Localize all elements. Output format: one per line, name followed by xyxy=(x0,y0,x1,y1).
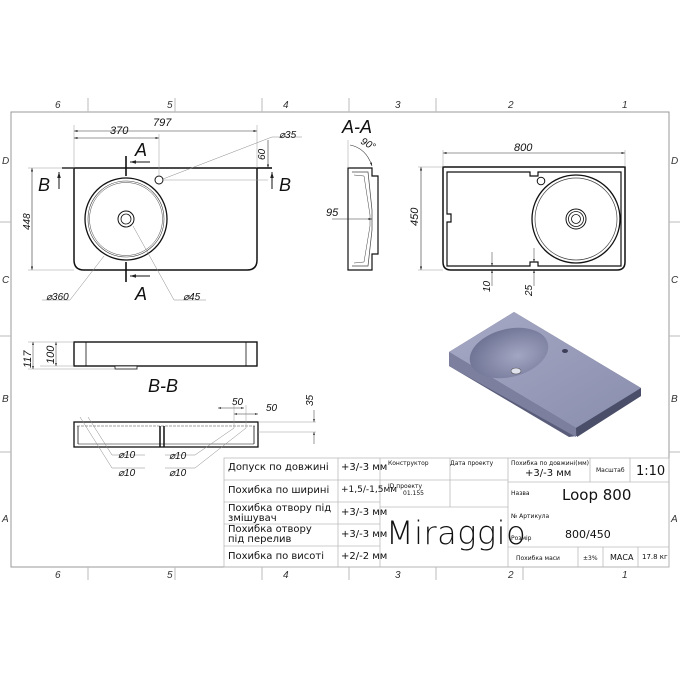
section-bb-view xyxy=(73,405,316,469)
dim-hole-spacing: 50 xyxy=(266,403,278,414)
tolerance-label: Похибка отвору під перелив xyxy=(228,524,312,545)
dim-bottom-width: 800 xyxy=(514,142,533,154)
length-tolerance-label: Похибка по довжині(мм) xyxy=(511,460,590,467)
dim-overflow-diameter: ⌀35 xyxy=(279,130,297,141)
grid-col-label: 1 xyxy=(622,100,628,111)
dim-hole-diameter: ⌀10 xyxy=(118,450,136,461)
tolerance-value: +2/-2 мм xyxy=(341,551,388,562)
grid-col-label: 4 xyxy=(283,100,289,111)
grid-col-label: 5 xyxy=(167,570,173,581)
isometric-render xyxy=(449,312,641,437)
grid-col-label: 3 xyxy=(395,100,401,111)
section-aa-view xyxy=(332,140,379,271)
title-block xyxy=(223,457,670,568)
project-id-label: ID проекту xyxy=(388,483,423,490)
grid-row-label: C xyxy=(671,275,679,286)
dim-depth: 448 xyxy=(22,213,33,230)
mass-tolerance-label: Похибка маси xyxy=(516,555,560,562)
mass-tolerance: ±3% xyxy=(583,555,598,562)
dim-body-height: 100 xyxy=(45,345,57,364)
scale-value: 1:10 xyxy=(636,464,666,479)
dim-section-depth: 95 xyxy=(326,207,339,219)
grid-col-label: 5 xyxy=(167,100,173,111)
grid-col-label: 2 xyxy=(507,570,514,581)
name-label: Назва xyxy=(511,490,530,497)
dim-overall-width: 797 xyxy=(153,117,172,129)
dim-notch: 25 xyxy=(524,284,535,297)
date-label: Дата проекту xyxy=(450,460,494,467)
dim-offset: 35 xyxy=(305,394,316,406)
dim-drain-offset: 370 xyxy=(110,125,129,137)
dim-total-height: 117 xyxy=(22,350,34,368)
grid-col-label: 4 xyxy=(283,570,289,581)
top-view xyxy=(28,125,302,301)
side-view xyxy=(28,341,258,370)
grid-row-label: D xyxy=(671,156,678,167)
grid-col-label: 1 xyxy=(622,570,628,581)
dim-hole-diameter: ⌀10 xyxy=(169,468,187,479)
section-a-label: A xyxy=(134,284,147,304)
grid-row-label: D xyxy=(2,156,9,167)
grid-row-label: A xyxy=(670,514,678,525)
drawing-frame xyxy=(0,98,680,580)
mass-value: 17.8 кг xyxy=(642,553,668,561)
tolerance-value: +3/-3 мм xyxy=(341,507,388,518)
tolerance-value: +1,5/-1,5мм xyxy=(341,485,398,495)
product-name: Loop 800 xyxy=(562,486,632,504)
bottom-view xyxy=(418,150,626,286)
grid-row-label: B xyxy=(2,394,9,405)
grid-col-label: 6 xyxy=(55,570,61,581)
dim-hole-diameter: ⌀10 xyxy=(118,468,136,479)
dim-rib: 10 xyxy=(482,280,493,292)
tolerance-value: +3/-3 мм xyxy=(341,529,388,540)
grid-col-label: 2 xyxy=(507,100,514,111)
project-id: 01.155 xyxy=(403,490,424,497)
grid-row-label: A xyxy=(1,514,9,525)
section-b-label: B xyxy=(279,175,291,195)
section-a-label: A xyxy=(134,140,147,160)
dim-hole-spacing: 50 xyxy=(232,397,244,408)
dim-bottom-depth: 450 xyxy=(409,207,421,226)
section-bb-title: B-B xyxy=(148,376,178,396)
mass-label: МАСА xyxy=(610,553,634,562)
tolerance-label: Похибка по ширині xyxy=(228,485,330,496)
article-label: № Артикула xyxy=(511,513,550,520)
dim-bowl-diameter: ⌀360 xyxy=(46,292,69,303)
tolerance-label: Допуск по довжині xyxy=(228,462,329,473)
length-tolerance: +3/-3 мм xyxy=(525,468,572,479)
designer-label: Конструктор xyxy=(388,460,429,467)
grid-row-label: B xyxy=(671,394,678,405)
tolerance-label: Похибка по висоті xyxy=(228,551,325,562)
dim-hole-diameter: ⌀10 xyxy=(169,451,187,462)
dim-overflow-offset: 60 xyxy=(257,148,268,160)
size-label: Розмір xyxy=(511,535,532,542)
dim-angle: 90° xyxy=(359,136,378,153)
brand-logo: Miraggio xyxy=(386,514,527,552)
section-b-label: B xyxy=(38,175,50,195)
grid-col-label: 6 xyxy=(55,100,61,111)
scale-label: Масштаб xyxy=(596,467,625,474)
grid-col-label: 3 xyxy=(395,570,401,581)
dim-drain-diameter: ⌀45 xyxy=(183,292,201,303)
tolerance-value: +3/-3 мм xyxy=(341,462,388,473)
section-aa-title: A-A xyxy=(341,117,372,137)
grid-row-label: C xyxy=(2,275,10,286)
size-value: 800/450 xyxy=(565,528,611,541)
tolerance-label: Похибка отвору під змішувач xyxy=(228,503,332,524)
